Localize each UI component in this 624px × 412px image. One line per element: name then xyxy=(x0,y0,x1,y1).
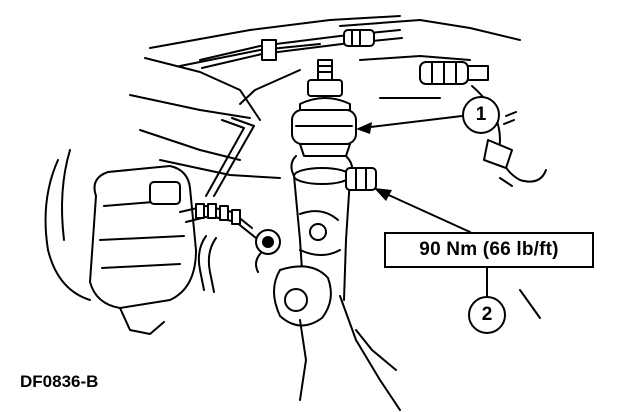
strut-body xyxy=(290,155,377,301)
figure-id: DF0836-B xyxy=(20,372,99,391)
chassis-lines xyxy=(129,15,521,179)
callout-1-number: 1 xyxy=(475,104,487,125)
torque-spec-text: 90 Nm (66 lb/ft) xyxy=(419,239,559,260)
callout-1-circle: 1 xyxy=(462,96,500,134)
steering-knuckle xyxy=(255,249,401,411)
callout-2-number: 2 xyxy=(481,304,493,325)
arrow-head-1 xyxy=(356,122,372,134)
callout-2-circle: 2 xyxy=(468,296,506,334)
brake-line-top xyxy=(199,29,403,69)
flexible-brake-hose xyxy=(179,117,281,293)
leader-lines xyxy=(356,115,541,319)
brake-caliper xyxy=(44,149,197,335)
upper-hose-connector xyxy=(419,61,489,85)
strut-stud-nut xyxy=(291,59,357,157)
arrow-head-2 xyxy=(374,188,392,201)
torque-spec-box: 90 Nm (66 lb/ft) xyxy=(384,232,594,268)
